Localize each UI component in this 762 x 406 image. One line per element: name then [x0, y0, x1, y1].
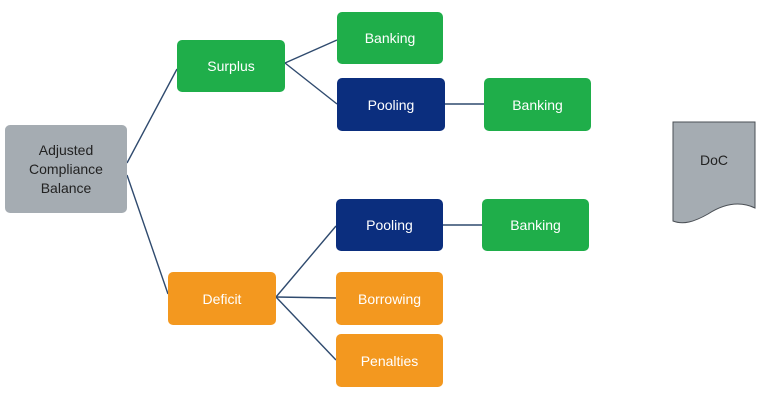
deficit-pooling-node: Pooling — [336, 199, 443, 251]
root-label-line-2: Compliance — [29, 160, 103, 177]
document-shape — [672, 121, 756, 224]
root-label-line-1: Adjusted — [38, 141, 94, 158]
connector-surplus-banking — [284, 39, 338, 64]
surplus-banking-node: Banking — [337, 12, 443, 64]
connector-surplus-pooling — [284, 62, 338, 105]
document-outline — [672, 121, 756, 224]
connector-deficit-penalties — [275, 296, 337, 361]
doc-label: DoC — [699, 152, 728, 168]
connector-deficit-borrowing — [275, 296, 337, 299]
root-label-line-3: Balance — [40, 179, 92, 196]
penalties-node: Penalties — [336, 334, 443, 387]
deficit-pooling-banking-node: Banking — [482, 199, 589, 251]
surplus-node: Surplus — [177, 40, 285, 92]
connector-root-deficit — [126, 174, 169, 295]
adjusted-compliance-balance-node: Adjusted Compliance Balance — [5, 125, 127, 213]
surplus-pooling-node: Pooling — [337, 78, 445, 131]
borrowing-node: Borrowing — [336, 272, 443, 325]
connector-root-surplus — [126, 68, 178, 164]
deficit-node: Deficit — [168, 272, 276, 325]
connector-deficit-pooling — [275, 225, 337, 298]
surplus-pooling-banking-node: Banking — [484, 78, 591, 131]
